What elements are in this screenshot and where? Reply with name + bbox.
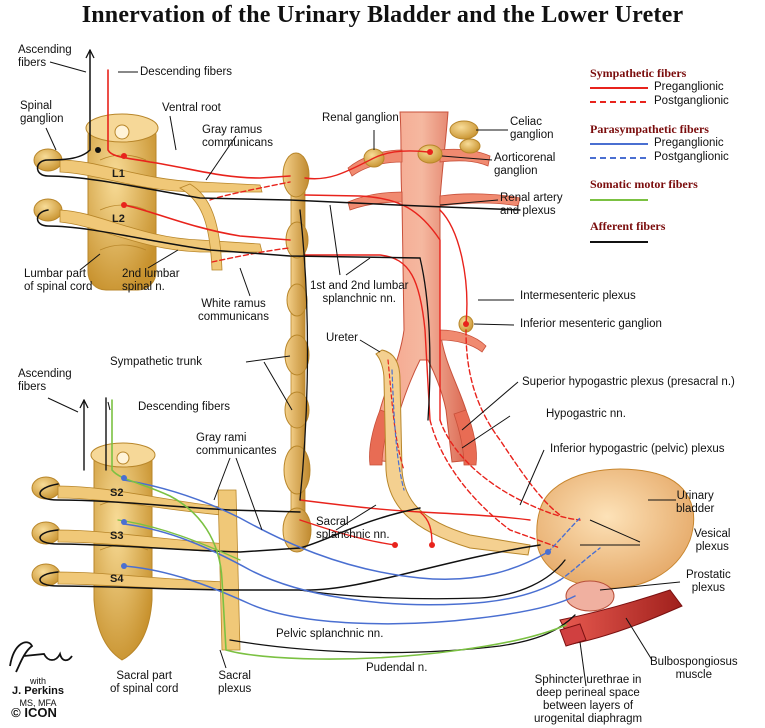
legend-parasympathetic-post: Postganglionic: [654, 151, 729, 163]
legend-sympathetic-heading: Sympathetic fibers: [590, 66, 687, 80]
segment-s4: S4: [110, 573, 124, 585]
legend-somatic-heading: Somatic motor fibers: [590, 177, 698, 191]
publisher-logo: © ICON: [11, 705, 57, 720]
signature-with: with: [29, 676, 46, 686]
legend-somatic-swatch: [590, 199, 648, 201]
legend-parasympathetic-pre: Preganglionic: [654, 137, 724, 149]
legend-parasympathetic-swatches: [590, 143, 648, 159]
label-pelvic-splanchnic: Pelvic splanchnic nn.: [276, 628, 384, 640]
label-descending-fibers-bottom: Descending fibers: [138, 401, 231, 413]
bladder-prostate-shape: [536, 468, 695, 647]
label-inferior-hypogastric: Inferior hypogastric (pelvic) plexus: [550, 443, 725, 455]
label-descending-fibers-top: Descending fibers: [140, 66, 233, 78]
label-hypogastric-nn: Hypogastric nn.: [546, 408, 626, 420]
segment-s2: S2: [110, 487, 123, 499]
synapse-dots: [95, 147, 551, 569]
netter-signature-mark: [9, 641, 73, 673]
label-pudendal: Pudendal n.: [366, 662, 428, 674]
signature-coartist: J. Perkins: [12, 685, 64, 697]
nerve-fibers: [36, 49, 601, 660]
segment-l1: L1: [112, 168, 125, 180]
legend-afferent-swatch: [590, 241, 648, 243]
label-superior-hypogastric: Superior hypogastric plexus (presacral n…: [522, 376, 735, 388]
legend-sympathetic-swatches: [590, 87, 648, 103]
label-intermesenteric: Intermesenteric plexus: [520, 290, 636, 302]
diagram-title: Innervation of the Urinary Bladder and t…: [81, 2, 684, 28]
label-inferior-mesenteric: Inferior mesenteric ganglion: [520, 318, 662, 330]
leader-lines: [45, 61, 681, 687]
fiber-arrows: [79, 49, 95, 409]
segment-l2: L2: [112, 213, 125, 225]
label-ventral-root: Ventral root: [162, 102, 221, 114]
legend-sympathetic-post: Postganglionic: [654, 95, 729, 107]
legend-parasympathetic-heading: Parasympathetic fibers: [590, 122, 709, 136]
legend-sympathetic-pre: Preganglionic: [654, 81, 724, 93]
sympathetic-trunk-shape: [282, 152, 312, 553]
label-sympathetic-trunk: Sympathetic trunk: [110, 356, 203, 368]
publisher-name: ICON: [24, 705, 57, 720]
signature-credentials: MS, MFA: [19, 698, 57, 708]
label-renal-ganglion: Renal ganglion: [322, 112, 399, 124]
legend-afferent-heading: Afferent fibers: [590, 219, 666, 233]
ureter-shape: [375, 349, 531, 556]
label-ureter: Ureter: [326, 332, 358, 344]
segment-s3: S3: [110, 530, 123, 542]
